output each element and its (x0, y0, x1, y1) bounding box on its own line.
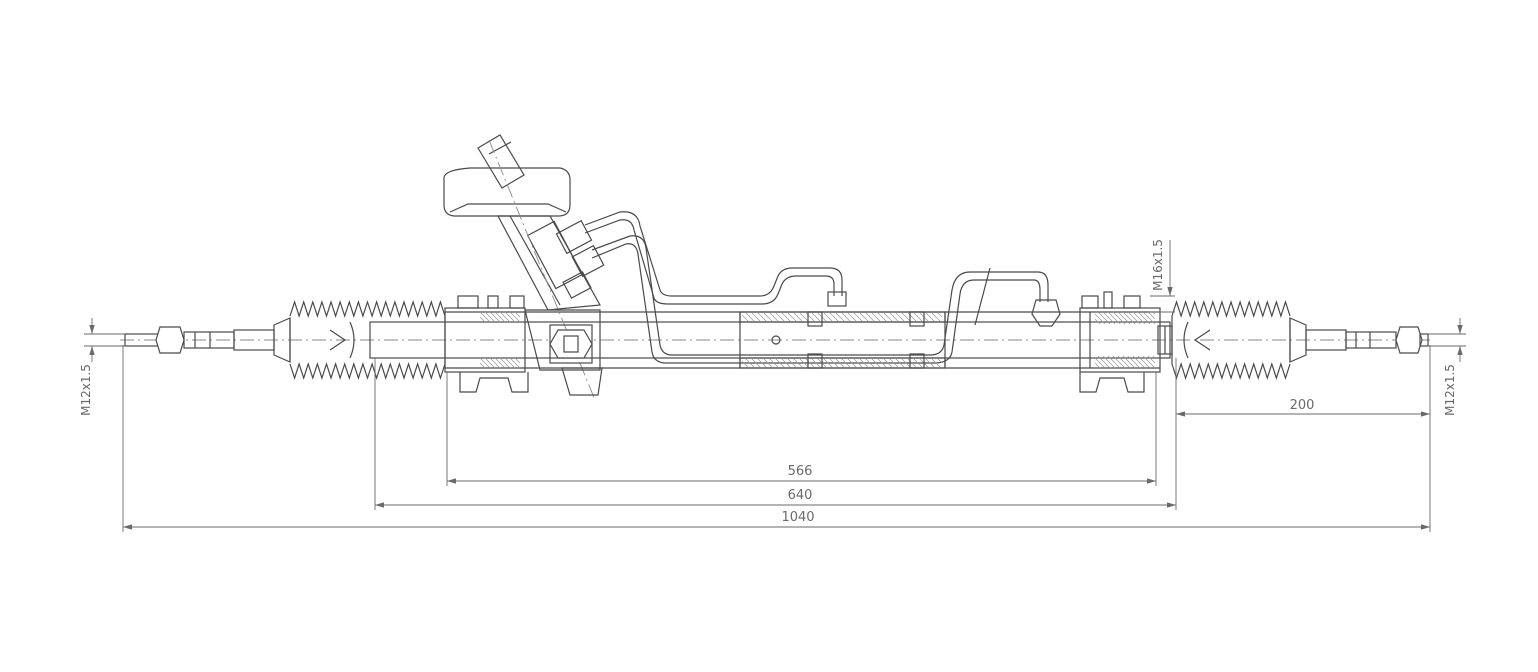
dimension-566: 566 (788, 464, 813, 479)
dimension-640: 640 (788, 488, 813, 503)
right-mount (1079, 291, 1173, 393)
dimension-lines (89, 240, 1463, 530)
rack-housing (120, 311, 1430, 369)
dimension-1040: 1040 (781, 510, 814, 525)
hydraulic-lines (584, 211, 1061, 364)
left-mount (444, 295, 529, 393)
cylinder-section (739, 267, 991, 369)
thread-port-label: M16x1.5 (1151, 239, 1165, 291)
pinion-column (443, 134, 605, 401)
thread-left-label: M12x1.5 (79, 364, 93, 416)
dimension-200: 200 (1290, 398, 1315, 413)
thread-right-label: M12x1.5 (1443, 364, 1457, 416)
right-tie-rod (1289, 317, 1429, 363)
